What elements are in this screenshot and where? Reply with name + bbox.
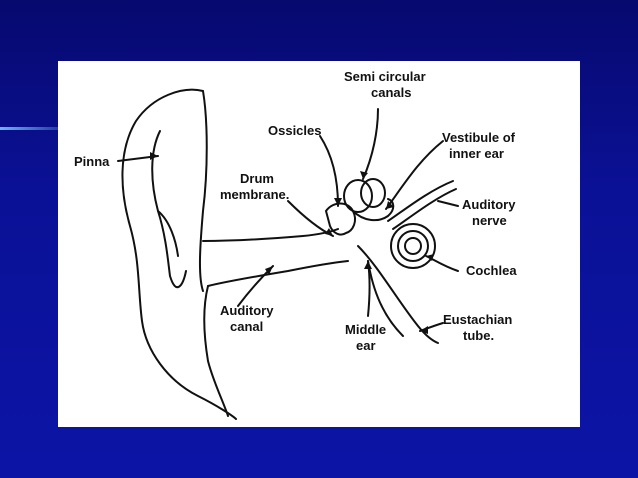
pinna-outline <box>121 88 237 420</box>
label-cochlea: Cochlea <box>466 263 517 278</box>
arrowhead-cochlea <box>426 254 434 261</box>
label-semi-circular-1: Semi circular <box>344 69 426 84</box>
ear-anatomy-drawing <box>117 88 459 420</box>
vestibule-shape <box>352 198 395 222</box>
pointer-semicircular <box>362 108 379 180</box>
pointer-drum <box>287 200 334 237</box>
label-semi-circular-2: canals <box>371 85 412 100</box>
cochlea-spiral <box>390 223 436 269</box>
auditory-nerve-2 <box>392 188 457 230</box>
arrowhead-semicircular <box>360 171 368 179</box>
lobe <box>203 285 229 417</box>
canal-upper <box>202 228 339 242</box>
label-pinna: Pinna <box>74 154 110 169</box>
pinna-outer-back <box>198 90 208 292</box>
auditory-nerve <box>387 180 454 222</box>
arrowhead-eustachian <box>420 326 428 334</box>
canal-lower <box>207 260 349 287</box>
helix-inner <box>151 130 187 289</box>
label-auditory-canal-1: Auditory <box>220 303 274 318</box>
arrowhead-ossicles <box>334 198 342 206</box>
arrowhead-vestibule <box>386 201 394 209</box>
label-eustachian-1: Eustachian <box>443 312 513 327</box>
semicircular-canal-2 <box>360 178 386 208</box>
label-eustachian-2: tube. <box>463 328 495 343</box>
semicircular-canal-1 <box>343 179 373 213</box>
arrowhead-middle-ear <box>364 261 372 269</box>
pointer-auditory-nerve <box>437 200 459 207</box>
label-middle-ear-1: Middle <box>345 322 387 337</box>
label-vestibule-1: Vestibule of <box>442 130 515 145</box>
eustachian-upper <box>357 245 439 344</box>
label-ossicles: Ossicles <box>268 123 322 138</box>
arrowhead-pinna <box>150 152 158 160</box>
pointer-vestibule <box>385 140 444 210</box>
ossicles-shape <box>325 202 356 236</box>
arrowhead-auditory-canal <box>265 266 273 275</box>
label-drum-2: membrane. <box>220 187 290 202</box>
label-vestibule-2: inner ear <box>449 146 504 161</box>
label-middle-ear-2: ear <box>356 338 376 353</box>
accent-line <box>0 127 80 130</box>
pointer-middle-ear <box>367 260 371 317</box>
label-drum-1: Drum <box>240 171 274 186</box>
pointer-ossicles <box>319 135 339 207</box>
label-auditory-canal-2: canal <box>230 319 264 334</box>
label-auditory-nerve-1: Auditory <box>462 197 516 212</box>
diagram-card: Pinna Ossicles Semi circular canals Vest… <box>58 61 580 427</box>
label-auditory-nerve-2: nerve <box>472 213 507 228</box>
antihelix <box>157 210 179 257</box>
arrowhead-drum <box>325 228 333 236</box>
